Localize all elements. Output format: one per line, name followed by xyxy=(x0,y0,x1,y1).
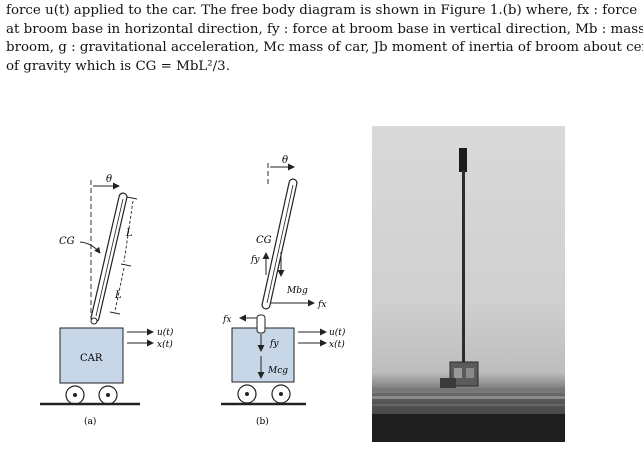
fy-label-broom: fy xyxy=(250,255,260,265)
car-label-a: CAR xyxy=(80,353,103,364)
paragraph-line-1: force u(t) applied to the car. The free … xyxy=(6,3,638,18)
fx-label-broom: fx xyxy=(317,300,326,310)
caption-a: (a) xyxy=(84,416,96,427)
position-label-b: x(t) xyxy=(329,339,345,350)
paragraph-line-2: at broom base in horizontal direction, f… xyxy=(6,21,643,37)
dimension-lower-a xyxy=(114,267,125,312)
caption-b: (b) xyxy=(256,416,269,427)
pivot-a xyxy=(90,317,98,325)
theta-label-a: θ xyxy=(106,174,112,185)
broom-balancer-photo xyxy=(372,126,565,442)
paragraph-line-3: broom, g : gravitational acceleration, M… xyxy=(6,40,643,55)
theta-label-b: θ xyxy=(282,155,288,166)
body-paragraph: force u(t) applied to the car. The free … xyxy=(6,2,643,76)
car-body-a xyxy=(59,327,124,384)
diagram-b: θ CG fy Mbg fx fx fy Mcg u(t) x(t) xyxy=(221,155,346,427)
car-weight-label: Mcg xyxy=(267,366,288,376)
L-upper-label-a: L xyxy=(125,228,133,239)
input-force-label-a: u(t) xyxy=(157,327,174,338)
L-lower-label-a: L xyxy=(114,290,122,301)
diagram-a: θ L L CG CAR u(t) x(t) (a) xyxy=(40,174,174,427)
paragraph-line-4: of gravity which is CG = MbL²/3. xyxy=(6,58,230,74)
cg-label-b: CG xyxy=(256,235,272,246)
input-force-label-b: u(t) xyxy=(329,327,346,338)
track-rail xyxy=(372,396,565,399)
fx-label-car: fx xyxy=(222,315,231,325)
broom-rod xyxy=(462,170,465,375)
broom-handle-cap xyxy=(459,148,467,172)
fy-label-car: fy xyxy=(269,339,279,349)
cg-label-a: CG xyxy=(59,236,75,247)
position-label-a: x(t) xyxy=(157,339,173,350)
dimension-upper-a xyxy=(123,200,134,263)
broom-weight-label: Mbg xyxy=(286,286,308,296)
